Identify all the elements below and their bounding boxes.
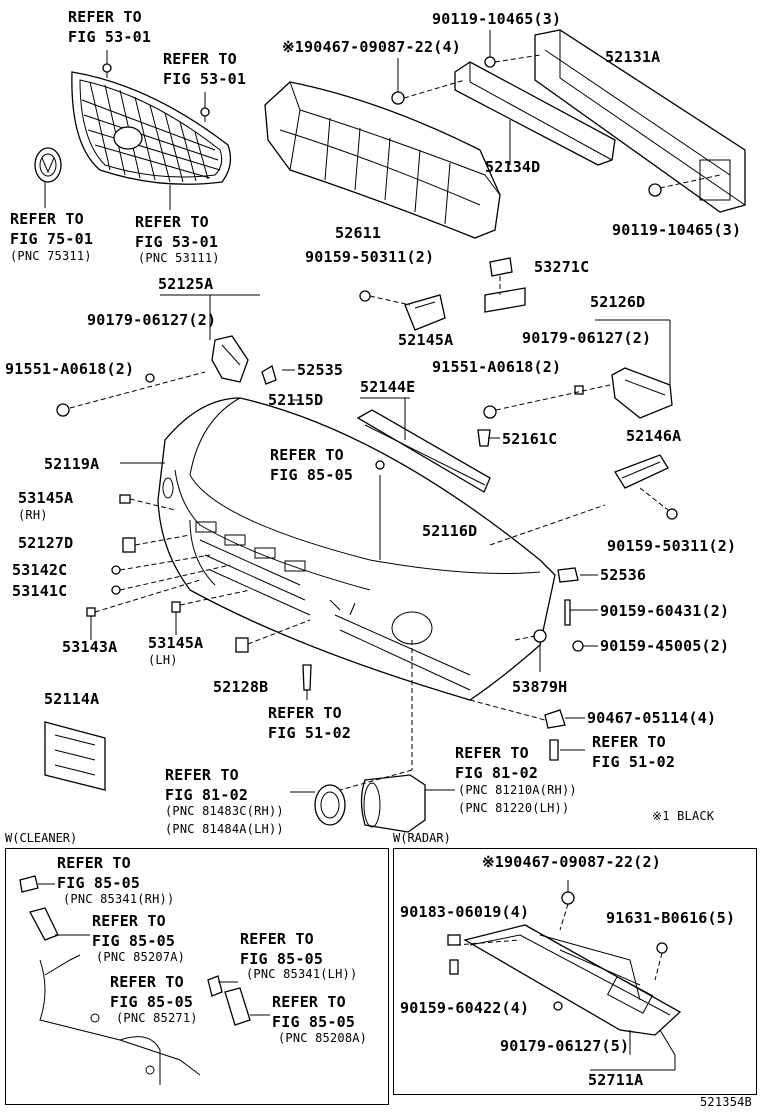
cleaner-box (5, 848, 389, 1105)
label-refer-fig-51-02-b: REFER TO FIG 51-02 (592, 733, 676, 771)
label-90179-06127-right: 90179-06127(2) (522, 329, 652, 347)
radar-90467-09087-22-2: ※190467-09087-22(2) (482, 853, 661, 871)
cleaner-pnc-85341-rh: (PNC 85341(RH)) (63, 892, 175, 906)
label-90119-10465-top: 90119-10465(3) (432, 10, 562, 28)
label-52536: 52536 (600, 566, 647, 584)
bracket-52126D (483, 319, 673, 419)
label-52114A: 52114A (44, 690, 100, 708)
label-refer-fig-53-01-b: REFER TO FIG 53-01 (163, 50, 247, 88)
label-53141C: 53141C (12, 582, 68, 600)
cleaner-box-title: W(CLEANER) (5, 831, 78, 845)
label-52119A: 52119A (44, 455, 100, 473)
bolts-top (391, 30, 721, 197)
label-52146A: 52146A (626, 427, 682, 445)
energy-absorber (264, 81, 501, 239)
label-refer-fig-75-01: REFER TO FIG 75-01 (10, 210, 94, 248)
radar-box (393, 848, 757, 1095)
label-52134D: 52134D (485, 158, 541, 176)
label-91551-A0618-right: 91551-A0618(2) (432, 358, 562, 376)
cleaner-pnc-85207A: (PNC 85207A) (96, 950, 186, 964)
label-52128B: 52128B (213, 678, 269, 696)
radar-90159-60422: 90159-60422(4) (400, 999, 530, 1017)
label-pnc-53111: (PNC 53111) (138, 251, 220, 265)
label-90159-50311-top: 90159-50311(2) (305, 248, 435, 266)
label-90467-09087-22-4: ※190467-09087-22(4) (282, 38, 461, 56)
leader-lines (120, 369, 598, 751)
cleaner-refer-5: REFER TO FIG 85-05 (272, 993, 356, 1031)
label-refer-fig-51-02-a: REFER TO FIG 51-02 (268, 704, 352, 742)
label-53143A: 53143A (62, 638, 118, 656)
label-pnc-81484A: (PNC 81484A(LH)) (165, 822, 284, 836)
bumper-cover (157, 397, 556, 701)
label-pnc-81210A: (PNC 81210A(RH)) (458, 783, 577, 797)
label-52127D: 52127D (18, 534, 74, 552)
emblem (34, 147, 62, 183)
cleaner-parts (19, 875, 270, 1085)
label-pnc-81220: (PNC 81220(LH)) (458, 801, 570, 815)
radar-52711A: 52711A (588, 1071, 644, 1089)
fog-lamp-assembly (290, 640, 455, 833)
label-53271C: 53271C (534, 258, 590, 276)
radar-90179-06127: 90179-06127(5) (500, 1037, 630, 1055)
license-plate-bracket (44, 721, 106, 791)
label-52611: 52611 (335, 224, 382, 242)
retainer-52144E (356, 397, 491, 493)
cleaner-refer-2: REFER TO FIG 85-05 (92, 912, 176, 950)
figure-code: 521354B (700, 1095, 752, 1109)
bracket-52125A (56, 294, 277, 417)
label-53879H: 53879H (512, 678, 568, 696)
label-90159-60431: 90159-60431(2) (600, 602, 730, 620)
label-refer-fig-81-02-left: REFER TO FIG 81-02 (165, 766, 249, 804)
label-52125A: 52125A (158, 275, 214, 293)
label-52161C: 52161C (502, 430, 558, 448)
label-90159-45005: 90159-45005(2) (600, 637, 730, 655)
label-52116D: 52116D (422, 522, 478, 540)
radar-91631-B0616: 91631-B0616(5) (606, 909, 736, 927)
label-refer-fig-53-01-c: REFER TO FIG 53-01 (135, 213, 219, 251)
bracket-52146A (614, 454, 678, 520)
cleaner-refer-4: REFER TO FIG 85-05 (110, 973, 194, 1011)
bumper-reinforcement (534, 29, 746, 213)
label-90159-50311-bot: 90159-50311(2) (607, 537, 737, 555)
label-53145A-lh: 53145A (148, 634, 204, 652)
cleaner-pnc-85341-lh: (PNC 85341(LH)) (246, 967, 358, 981)
label-52144E: 52144E (360, 378, 416, 396)
radar-parts (447, 880, 682, 1071)
label-refer-fig-85-05: REFER TO FIG 85-05 (270, 446, 354, 484)
radar-90183-06019: 90183-06019(4) (400, 903, 530, 921)
grille-clips (44, 50, 210, 210)
label-52145A: 52145A (398, 331, 454, 349)
label-90467-05114: 90467-05114(4) (587, 709, 717, 727)
label-52126D: 52126D (590, 293, 646, 311)
label-refer-fig-81-02-right: REFER TO FIG 81-02 (455, 744, 539, 782)
label-53145A-rh: 53145A (18, 489, 74, 507)
cleaner-pnc-85208A: (PNC 85208A) (278, 1031, 368, 1045)
label-lh: (LH) (148, 653, 178, 667)
cleaner-refer-1: REFER TO FIG 85-05 (57, 854, 141, 892)
note-black: ※1 BLACK (652, 809, 715, 823)
small-clips-right (302, 504, 606, 761)
retainer-upper (454, 61, 616, 166)
clip-52161C (477, 429, 491, 447)
grille (71, 71, 232, 185)
small-clips-left (86, 494, 311, 653)
label-90119-10465-bot: 90119-10465(3) (612, 221, 742, 239)
bracket-52145A (359, 257, 526, 331)
label-pnc-81483C: (PNC 81483C(RH)) (165, 804, 284, 818)
label-pnc-75311: (PNC 75311) (10, 249, 92, 263)
label-52535: 52535 (297, 361, 344, 379)
cleaner-refer-3: REFER TO FIG 85-05 (240, 930, 324, 968)
radar-box-title: W(RADAR) (393, 831, 451, 845)
label-90179-06127-left: 90179-06127(2) (87, 311, 217, 329)
label-91551-A0618-left: 91551-A0618(2) (5, 360, 135, 378)
cleaner-pnc-85271: (PNC 85271) (116, 1011, 198, 1025)
label-52115D: 52115D (268, 391, 324, 409)
label-rh: (RH) (18, 508, 48, 522)
label-53142C: 53142C (12, 561, 68, 579)
label-refer-fig-53-01-a: REFER TO FIG 53-01 (68, 8, 152, 46)
label-52131A: 52131A (605, 48, 661, 66)
